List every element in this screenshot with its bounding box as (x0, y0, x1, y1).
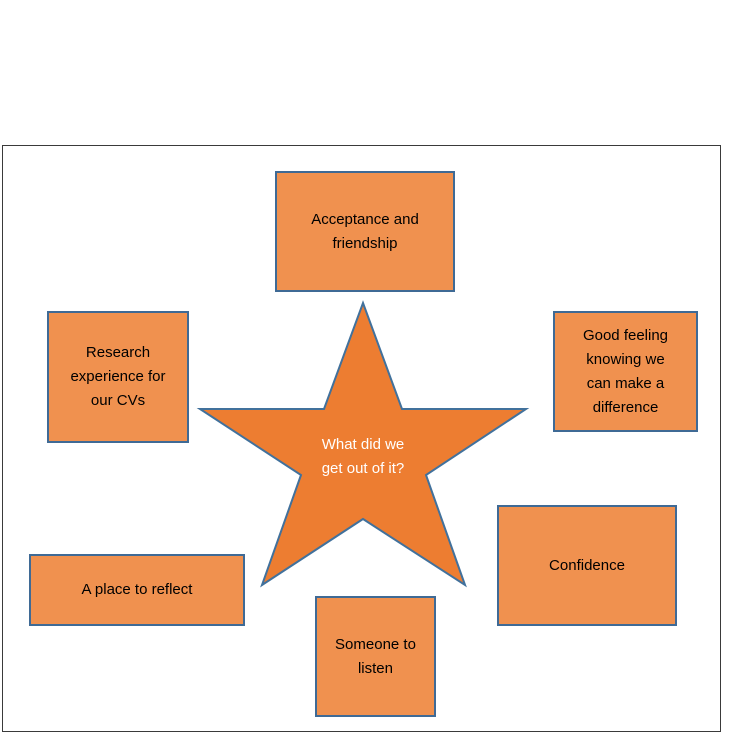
node-good-feeling: Good feeling knowing we can make a diffe… (553, 311, 698, 432)
node-confidence-label: Confidence (549, 556, 625, 574)
node-acceptance: Acceptance and friendship (275, 171, 455, 292)
center-question: What did we get out of it? (290, 433, 436, 481)
center-question-text: What did we get out of it? (321, 436, 405, 477)
node-research-label: Research experience for our CVs (70, 344, 166, 409)
node-reflect: A place to reflect (29, 554, 245, 626)
node-listen: Someone to listen (315, 596, 436, 717)
node-research: Research experience for our CVs (47, 311, 189, 443)
node-good-feeling-label: Good feeling knowing we can make a diffe… (582, 326, 669, 416)
node-confidence: Confidence (497, 505, 677, 626)
node-listen-label: Someone to listen (335, 635, 416, 677)
star-shape (196, 300, 530, 588)
diagram-frame (2, 145, 721, 732)
node-acceptance-label: Acceptance and friendship (311, 210, 419, 252)
node-reflect-label: A place to reflect (81, 581, 193, 598)
